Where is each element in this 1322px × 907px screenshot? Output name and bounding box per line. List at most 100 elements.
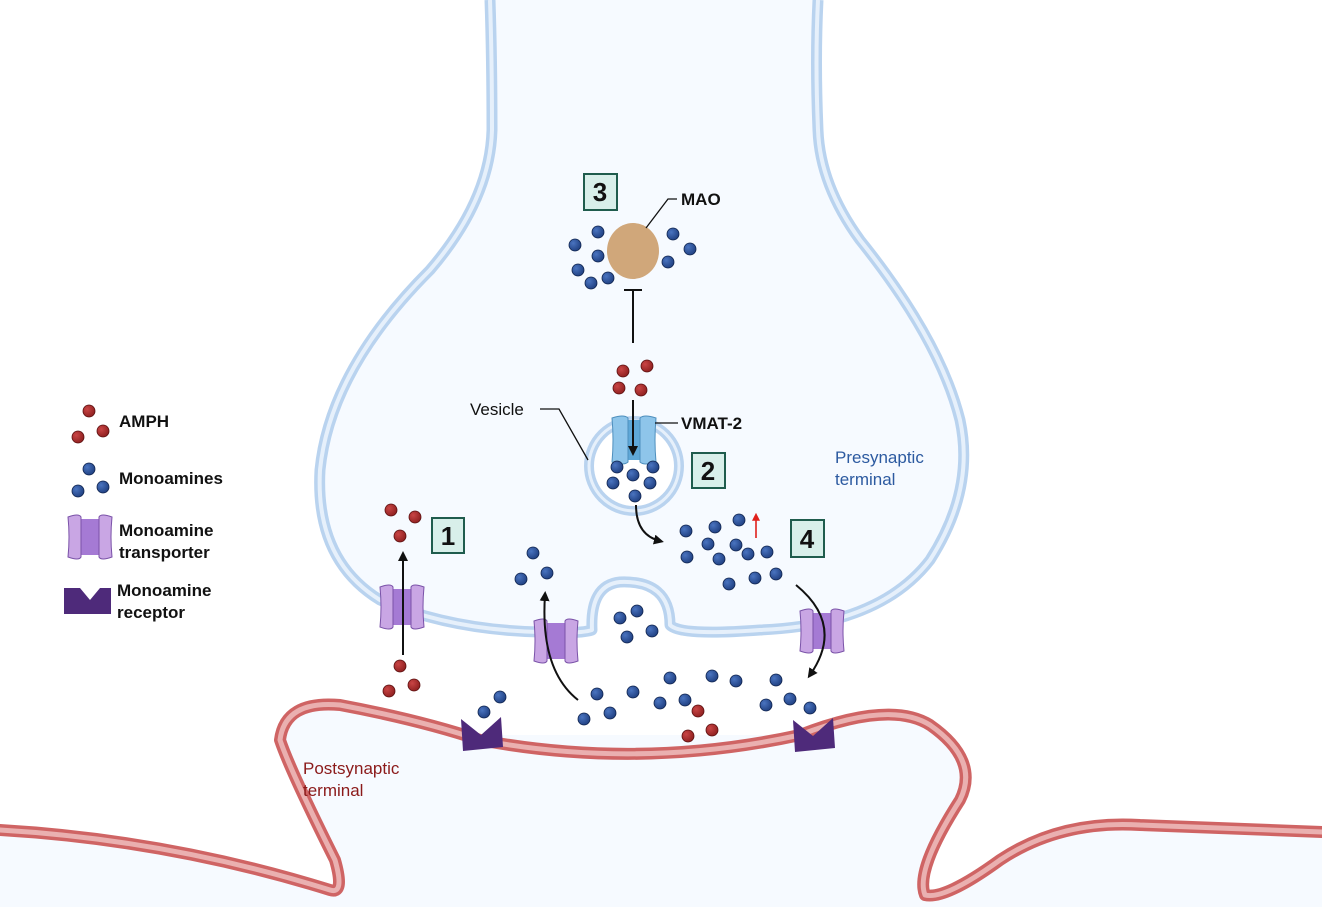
legend-label-receptor-line2: receptor bbox=[117, 603, 185, 622]
monoamine-particle bbox=[626, 685, 640, 699]
amph-particle bbox=[82, 404, 96, 418]
monoamine-particle bbox=[708, 520, 722, 534]
presynaptic-label-line1: Presynaptic bbox=[835, 448, 924, 467]
monoamine-particle bbox=[591, 225, 605, 239]
monoamine-particle bbox=[701, 537, 715, 551]
step-4-badge: 4 bbox=[790, 519, 825, 558]
monoamine-particle bbox=[760, 545, 774, 559]
presynaptic-fill bbox=[319, 0, 964, 633]
monoamine-particle bbox=[646, 460, 660, 474]
amph-particle bbox=[71, 430, 85, 444]
monoamine-particle bbox=[613, 611, 627, 625]
amph-particle bbox=[705, 723, 719, 737]
legend-label-transporter-line1: Monoamine bbox=[119, 521, 213, 540]
monoamine-particle bbox=[769, 567, 783, 581]
monoamine-particle bbox=[679, 524, 693, 538]
monoamine-particle bbox=[705, 669, 719, 683]
monoamine-particle bbox=[610, 460, 624, 474]
legend: AMPH Monoamines Monoamine transporter Mo… bbox=[64, 404, 223, 622]
legend-item-monoamines: Monoamines bbox=[71, 462, 223, 498]
monoamine-particle bbox=[82, 462, 96, 476]
postsynaptic-terminal bbox=[0, 698, 1322, 907]
vesicle-label: Vesicle bbox=[470, 400, 524, 419]
postsynaptic-fill bbox=[0, 704, 1322, 907]
reuptake-arrow bbox=[539, 591, 579, 701]
legend-item-transporter: Monoamine transporter bbox=[67, 514, 213, 562]
presynaptic-label-line2: terminal bbox=[835, 470, 895, 489]
vesicle-release-arrow bbox=[635, 504, 664, 545]
receptor-icon bbox=[64, 588, 111, 614]
monoamine-particle bbox=[663, 671, 677, 685]
monoamine-particle bbox=[769, 673, 783, 687]
mao-leader-line bbox=[645, 198, 677, 229]
step-2-number: 2 bbox=[701, 456, 715, 486]
postsynaptic-label-line1: Postsynaptic bbox=[303, 759, 400, 778]
amph-particle bbox=[634, 383, 648, 397]
mao-enzyme bbox=[607, 223, 659, 279]
monoamine-particle bbox=[540, 566, 554, 580]
monoamine-particle bbox=[577, 712, 591, 726]
monoamine-particle bbox=[748, 571, 762, 585]
amph-particle bbox=[616, 364, 630, 378]
amph-particle bbox=[393, 659, 407, 673]
monoamine-particle bbox=[645, 624, 659, 638]
monoamine-particle bbox=[628, 489, 642, 503]
monoamine-particle bbox=[729, 674, 743, 688]
legend-item-amph: AMPH bbox=[71, 404, 169, 444]
red-particles-icon bbox=[71, 404, 110, 444]
monoamine-transporter-2 bbox=[533, 618, 579, 664]
monoamine-particle bbox=[722, 577, 736, 591]
monoamine-particle bbox=[526, 546, 540, 560]
postsynaptic-label-line2: terminal bbox=[303, 781, 363, 800]
blue-particles-icon bbox=[71, 462, 110, 498]
amph-particle bbox=[384, 503, 398, 517]
monoamine-particle bbox=[666, 227, 680, 241]
monoamine-particle bbox=[603, 706, 617, 720]
monoamine-particle bbox=[590, 687, 604, 701]
amph-particle bbox=[393, 529, 407, 543]
monoamine-particle bbox=[678, 693, 692, 707]
step-4-number: 4 bbox=[800, 524, 815, 554]
monoamine-particle bbox=[803, 701, 817, 715]
monoamine-particle bbox=[643, 476, 657, 490]
amph-particle bbox=[681, 729, 695, 743]
monoamine-particle bbox=[741, 547, 755, 561]
monoamine-particle bbox=[712, 552, 726, 566]
particles-layer bbox=[382, 225, 817, 743]
monoamine-receptor-1 bbox=[461, 717, 503, 751]
step-2-badge: 2 bbox=[691, 452, 726, 489]
legend-label-transporter-line2: transporter bbox=[119, 543, 210, 562]
vesicle-leader-line bbox=[540, 408, 589, 461]
monoamine-particle bbox=[732, 513, 746, 527]
efflux-arrow bbox=[795, 584, 826, 679]
monoamine-particle bbox=[653, 696, 667, 710]
amph-particle bbox=[382, 684, 396, 698]
monoamine-particle bbox=[661, 255, 675, 269]
amph-particle bbox=[640, 359, 654, 373]
monoamine-particle bbox=[591, 249, 605, 263]
monoamine-particle bbox=[71, 484, 85, 498]
monoamine-particle bbox=[96, 480, 110, 494]
amph-particle bbox=[408, 510, 422, 524]
monoamine-particle bbox=[601, 271, 615, 285]
mao-label: MAO bbox=[681, 190, 721, 209]
monoamine-particle bbox=[729, 538, 743, 552]
legend-label-monoamines: Monoamines bbox=[119, 469, 223, 488]
legend-label-amph: AMPH bbox=[119, 412, 169, 431]
legend-label-receptor-line1: Monoamine bbox=[117, 581, 211, 600]
amph-particle bbox=[612, 381, 626, 395]
step-3-badge: 3 bbox=[583, 173, 618, 211]
monoamine-particle bbox=[477, 705, 491, 719]
monoamine-particle bbox=[783, 692, 797, 706]
monoamine-particle bbox=[626, 468, 640, 482]
legend-item-receptor: Monoamine receptor bbox=[64, 581, 211, 622]
monoamine-particle bbox=[759, 698, 773, 712]
vmat2-label: VMAT-2 bbox=[681, 414, 742, 433]
step-1-number: 1 bbox=[441, 521, 455, 551]
inhibition-arrow bbox=[624, 289, 642, 343]
monoamine-particle bbox=[630, 604, 644, 618]
monoamine-particle bbox=[680, 550, 694, 564]
monoamine-particle bbox=[568, 238, 582, 252]
monoamine-particle bbox=[584, 276, 598, 290]
